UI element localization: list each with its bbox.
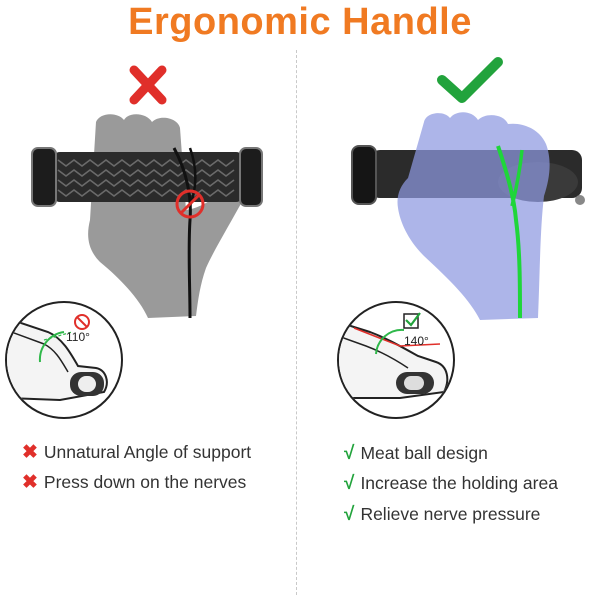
- list-item: √Relieve nerve pressure: [344, 504, 541, 525]
- cross-icon: [129, 65, 167, 105]
- nerve-line: [496, 145, 522, 319]
- grip-end-cap-left: [351, 145, 377, 205]
- checkmark-icon: [437, 57, 503, 103]
- check-icon: √: [344, 443, 355, 464]
- grip-end-cap-left: [31, 147, 57, 207]
- grip-end-cap-right: [239, 147, 263, 207]
- cross-icon: ✖: [22, 442, 38, 463]
- angle-value-bad: 110°: [66, 330, 90, 344]
- list-item: ✖Unnatural Angle of support: [22, 442, 252, 463]
- list-item: ✖Press down on the nerves: [22, 472, 247, 493]
- angle-value-good: 140°: [404, 334, 429, 348]
- page-title: Ergonomic Handle: [128, 1, 472, 43]
- angle-detail-diagram: [337, 301, 455, 419]
- center-divider: [296, 50, 297, 595]
- list-item: √Meat ball design: [344, 443, 488, 464]
- nerve-branch: [510, 149, 524, 207]
- prohibited-icon: [74, 314, 90, 330]
- cross-icon: ✖: [22, 472, 38, 493]
- list-item: √Increase the holding area: [344, 473, 558, 494]
- angle-detail-diagram: [5, 301, 123, 419]
- bad-grip-illustration: [5, 65, 263, 419]
- hand-silhouette: [88, 114, 246, 318]
- compression-point-marker: [175, 189, 205, 219]
- bad-grip-panel: 110° ✖Unnatural Angle of support ✖Press …: [5, 65, 263, 493]
- approved-icon: [403, 312, 421, 329]
- check-icon: √: [344, 504, 355, 525]
- check-icon: √: [344, 473, 355, 494]
- good-grip-illustration: [337, 57, 585, 419]
- nerve-line: [172, 147, 192, 319]
- hand-silhouette: [397, 112, 550, 320]
- grip-texture: [57, 159, 235, 197]
- good-grip-panel: 140° √Meat ball design √Increase the hol…: [300, 0, 600, 600]
